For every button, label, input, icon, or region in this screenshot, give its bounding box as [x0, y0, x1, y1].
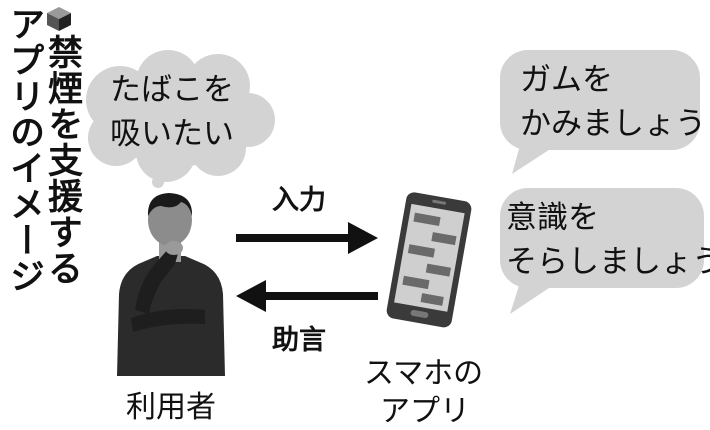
input-label: 入力 [272, 185, 326, 216]
app-label-line-1: スマホの [364, 356, 484, 391]
thought-text-line-1: たばこを [110, 72, 234, 108]
user-label: 利用者 [126, 390, 216, 425]
advice-label: 助言 [272, 325, 326, 356]
advice-1-line-2: かみましょう [520, 106, 706, 142]
advice-1-line-1: ガムを [520, 62, 613, 98]
cube-icon [47, 7, 71, 31]
advice-2-line-1: 意識を [506, 200, 599, 236]
app-label-line-2: アプリ [380, 394, 470, 429]
input-arrow [236, 222, 378, 254]
advice-arrow [236, 280, 378, 312]
advice-2-line-2: そらしましょう [506, 244, 710, 280]
speech-bubble-1 [500, 50, 700, 174]
title-line-1: 禁煙を支援する [42, 34, 82, 286]
title-line-2: アプリのイメージ [4, 6, 44, 294]
person-thinking-icon [117, 193, 225, 376]
thought-text-line-2: 吸いたい [110, 116, 234, 152]
smartphone-icon [386, 192, 472, 328]
thought-bubble [86, 50, 275, 188]
speech-bubble-2 [500, 188, 704, 314]
